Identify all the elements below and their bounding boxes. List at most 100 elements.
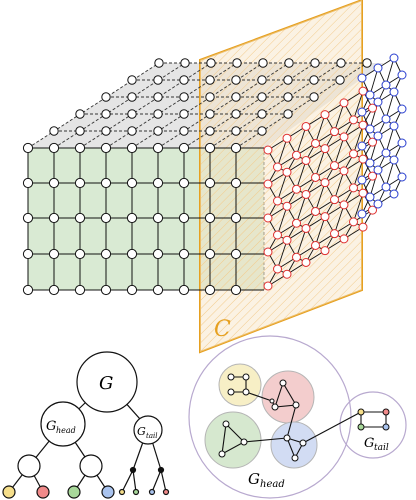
cluster-head-subscript: head <box>260 479 285 490</box>
lattice-node <box>357 175 367 185</box>
lattice-node <box>22 212 34 224</box>
lattice-node <box>373 199 383 209</box>
lattice-node <box>357 209 367 219</box>
lattice-node <box>179 92 189 102</box>
lattice-node <box>339 132 349 142</box>
edge <box>385 91 395 120</box>
lattice-node <box>178 284 190 296</box>
lattice-node <box>368 171 377 181</box>
edge <box>277 172 288 202</box>
lattice-node <box>204 212 216 224</box>
tree-leaf-green <box>132 488 140 496</box>
lattice-node <box>49 126 59 136</box>
tree-leaf-blue <box>101 485 115 499</box>
cut-plane-label: C <box>214 317 231 342</box>
lattice-node <box>126 248 138 260</box>
lattice-node <box>231 75 241 85</box>
tree-root-label: G <box>99 373 113 394</box>
edge <box>315 216 326 246</box>
lattice-node <box>310 58 320 68</box>
edge <box>353 90 364 121</box>
lattice-node <box>339 98 349 108</box>
lattice-node <box>311 172 320 182</box>
edge <box>277 206 288 236</box>
green-cluster <box>204 411 262 469</box>
lattice-node <box>273 196 282 206</box>
lattice-node <box>152 142 164 154</box>
lattice-node <box>126 177 138 189</box>
edge <box>157 62 290 149</box>
lattice-node <box>100 142 112 154</box>
edge <box>296 126 307 156</box>
tree-leaf-yellow <box>2 485 16 499</box>
lattice-node <box>283 109 293 119</box>
lattice-node <box>292 252 301 262</box>
lattice-edges <box>27 62 368 291</box>
lattice-node <box>311 240 320 250</box>
edge <box>385 57 395 86</box>
lattice-node <box>204 248 216 260</box>
lattice-node <box>101 126 111 136</box>
lattice-node <box>179 109 189 119</box>
lattice-node <box>22 177 34 189</box>
edge <box>315 148 326 178</box>
lattice-node <box>48 248 60 260</box>
lattice-node <box>22 248 34 260</box>
lattice-node <box>330 195 339 205</box>
lattice-node <box>205 109 215 119</box>
lattice-node <box>339 166 349 176</box>
tree-leaf-red <box>162 488 170 496</box>
tail-cluster-boundary <box>339 391 407 459</box>
cluster-tail-subscript: tail <box>374 443 389 453</box>
lattice-node <box>100 248 112 260</box>
lattice-node <box>100 212 112 224</box>
lattice-node <box>292 218 301 228</box>
lattice-node <box>284 58 294 68</box>
lattice-node <box>357 141 367 151</box>
edge <box>334 136 345 166</box>
tree-nodes <box>2 351 170 499</box>
lattice-node <box>365 192 375 202</box>
lattice-node <box>397 172 407 182</box>
lattice-node <box>231 109 241 119</box>
tree-leaf-red <box>36 485 50 499</box>
lattice-node <box>368 103 377 113</box>
lattice-node <box>231 126 241 136</box>
lattice-node <box>126 212 138 224</box>
lattice-node <box>127 109 137 119</box>
lattice-node <box>152 177 164 189</box>
lattice-node <box>273 264 282 274</box>
lattice-node <box>349 149 358 159</box>
lattice-node <box>301 223 311 233</box>
lattice-node <box>257 109 267 119</box>
lattice-node <box>232 58 242 68</box>
red-cluster <box>261 370 315 424</box>
tree-node <box>79 454 103 478</box>
edge <box>296 160 307 190</box>
edge <box>27 62 160 149</box>
lattice-node <box>336 58 346 68</box>
lattice-node <box>127 75 137 85</box>
lattice-node <box>283 75 293 85</box>
tree-node <box>17 454 41 478</box>
lattice-node <box>357 73 367 83</box>
lattice-node <box>397 138 407 148</box>
lattice-node <box>263 213 273 223</box>
edge <box>296 194 307 224</box>
lattice-node <box>389 87 399 97</box>
edge <box>353 192 364 223</box>
cluster-nodes <box>218 373 390 462</box>
yellow-cluster <box>218 363 262 407</box>
edge <box>315 114 326 144</box>
lattice-node <box>397 104 407 114</box>
lattice-node <box>368 137 377 147</box>
lattice-node <box>373 63 383 73</box>
lattice-node <box>330 229 339 239</box>
edge <box>369 67 379 96</box>
lattice-node <box>381 80 391 90</box>
lattice-node <box>365 90 375 100</box>
lattice-node <box>179 126 189 136</box>
edge <box>277 240 288 270</box>
lattice-node <box>257 92 267 102</box>
lattice-node <box>358 154 368 164</box>
